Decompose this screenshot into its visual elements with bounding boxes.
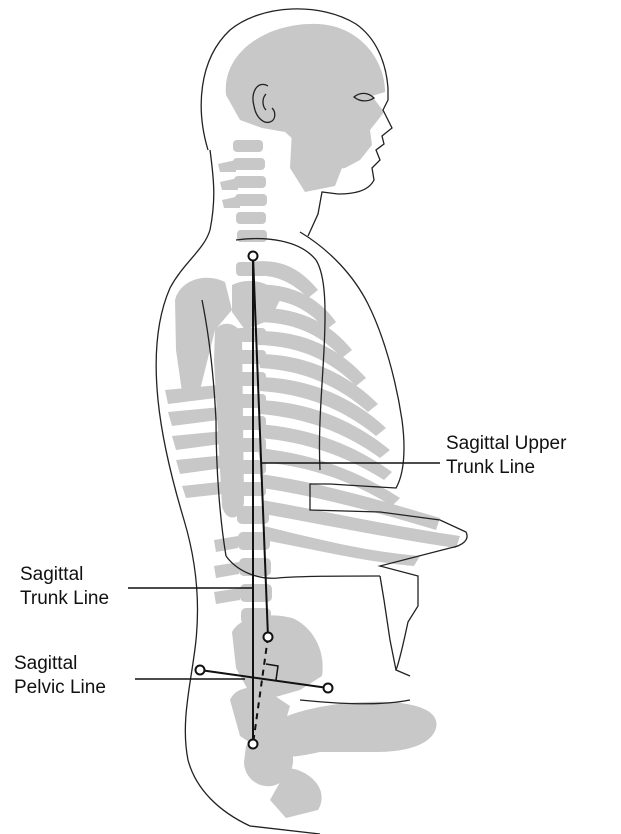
- label-sagittal-upper-trunk-line: Sagittal Upper Trunk Line: [446, 432, 566, 480]
- l5-marker: [264, 633, 273, 642]
- cervical-spine: [218, 140, 267, 242]
- label-line: Trunk Line: [446, 456, 566, 480]
- label-line: Sagittal Upper: [446, 432, 566, 456]
- label-line: Sagittal: [20, 563, 109, 587]
- label-sagittal-trunk-line: Sagittal Trunk Line: [20, 563, 109, 611]
- hip-marker: [249, 740, 258, 749]
- c7-marker: [249, 252, 258, 261]
- psis-marker: [324, 684, 333, 693]
- label-line: Trunk Line: [20, 587, 109, 611]
- label-sagittal-pelvic-line: Sagittal Pelvic Line: [14, 652, 106, 700]
- label-line: Sagittal: [14, 652, 106, 676]
- label-line: Pelvic Line: [14, 676, 106, 700]
- pelvis: [230, 615, 437, 818]
- asis-marker: [196, 666, 205, 675]
